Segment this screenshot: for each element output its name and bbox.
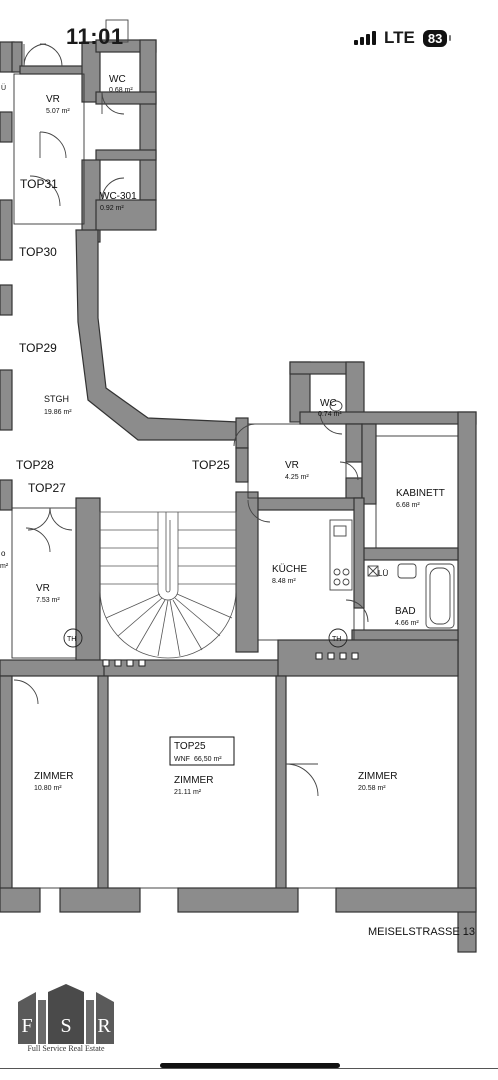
status-icons: LTE 83: [354, 28, 452, 48]
room-area-vr-mid: 4.25 m²: [285, 474, 309, 481]
room-outlines: [11, 51, 459, 889]
th-markers: [63, 628, 348, 648]
room-name-kueche: KÜCHE: [272, 563, 307, 575]
logo-letter-s: S: [60, 1015, 71, 1037]
street-label: MEISELSTRASSE 13: [368, 926, 475, 938]
room-name-wc-top: WC: [109, 74, 126, 85]
room-area-vr-top: 5.07 m²: [46, 108, 70, 115]
room-name-zimmer-right: ZIMMER: [358, 771, 397, 782]
fragment-left-m2: m²: [0, 563, 9, 570]
unit-label-top29: TOP29: [19, 341, 57, 355]
fixtures: [105, 19, 455, 629]
room-name-wc-301: WC-301: [100, 191, 137, 202]
room-area-bad: 4.66 m²: [395, 620, 419, 627]
battery-icon: 83: [422, 29, 448, 47]
unit-box-wnf-value: 66,50 m²: [194, 756, 222, 763]
room-name-bad: BAD: [395, 606, 416, 617]
logo-subtitle: Full Service Real Estate: [27, 1044, 105, 1053]
staircase: [99, 511, 237, 659]
unit-label-top27: TOP27: [28, 481, 66, 495]
room-name-zimmer-left: ZIMMER: [34, 771, 73, 782]
th-left: TH: [67, 636, 76, 643]
room-area-kueche: 8.48 m²: [272, 578, 296, 585]
page-divider: [0, 1068, 498, 1069]
room-name-stgh: STGH: [44, 394, 69, 404]
unit-box-frame: [169, 736, 235, 766]
battery-tip-icon: [449, 35, 452, 41]
room-area-vr-left: 7.53 m²: [36, 597, 60, 604]
unit-label-top28: TOP28: [16, 458, 54, 472]
room-name-vr-left: VR: [36, 583, 50, 594]
fragment-left-o: o: [1, 549, 6, 558]
unit-label-top31: TOP31: [20, 177, 58, 191]
room-area-kabinett: 6.68 m²: [396, 502, 420, 509]
unit-label-top25: TOP25: [192, 458, 230, 472]
logo-letter-r: R: [97, 1015, 111, 1037]
door-swings: [13, 43, 369, 797]
room-name-kabinett: KABINETT: [396, 488, 445, 499]
room-name-vr-mid: VR: [285, 460, 299, 471]
room-name-wc-mid: WC: [320, 398, 337, 409]
room-area-wc-mid: 0.74 m²: [318, 411, 342, 418]
logo-letter-f: F: [21, 1015, 32, 1037]
unit-box-wnf-label: WNF: [174, 756, 190, 763]
fixture-lu: LÜ: [378, 569, 388, 578]
room-area-zimmer-mid: 21.11 m²: [174, 789, 202, 796]
walls: [0, 39, 477, 953]
logo-mark: F S R: [18, 984, 114, 1044]
labels: VR 5.07 m² WC 0.68 m² TOP31 WC-301 0.92 …: [0, 74, 475, 938]
th-right: TH: [332, 636, 341, 643]
signal-icon: [354, 31, 376, 45]
room-area-wc-top: 0.68 m²: [109, 87, 133, 94]
network-label: LTE: [384, 28, 415, 47]
status-bar: 11:01 LTE 83: [0, 0, 498, 70]
unit-label-top30: TOP30: [19, 245, 57, 259]
room-area-wc-301: 0.92 m²: [100, 205, 124, 212]
status-time: 11:01: [66, 24, 124, 49]
room-name-zimmer-mid: ZIMMER: [174, 775, 213, 786]
room-name-vr-top: VR: [46, 94, 60, 105]
unit-box-title: TOP25: [174, 741, 206, 752]
window-markers: [102, 652, 359, 667]
home-indicator[interactable]: [160, 1063, 340, 1068]
fragment-left-u: Ü: [1, 84, 6, 92]
room-area-zimmer-right: 20.58 m²: [358, 785, 386, 792]
room-area-stgh: 19.86 m²: [44, 409, 72, 416]
room-area-zimmer-left: 10.80 m²: [34, 785, 62, 792]
fsr-logo: F S R Full Service Real Estate: [18, 984, 114, 1058]
